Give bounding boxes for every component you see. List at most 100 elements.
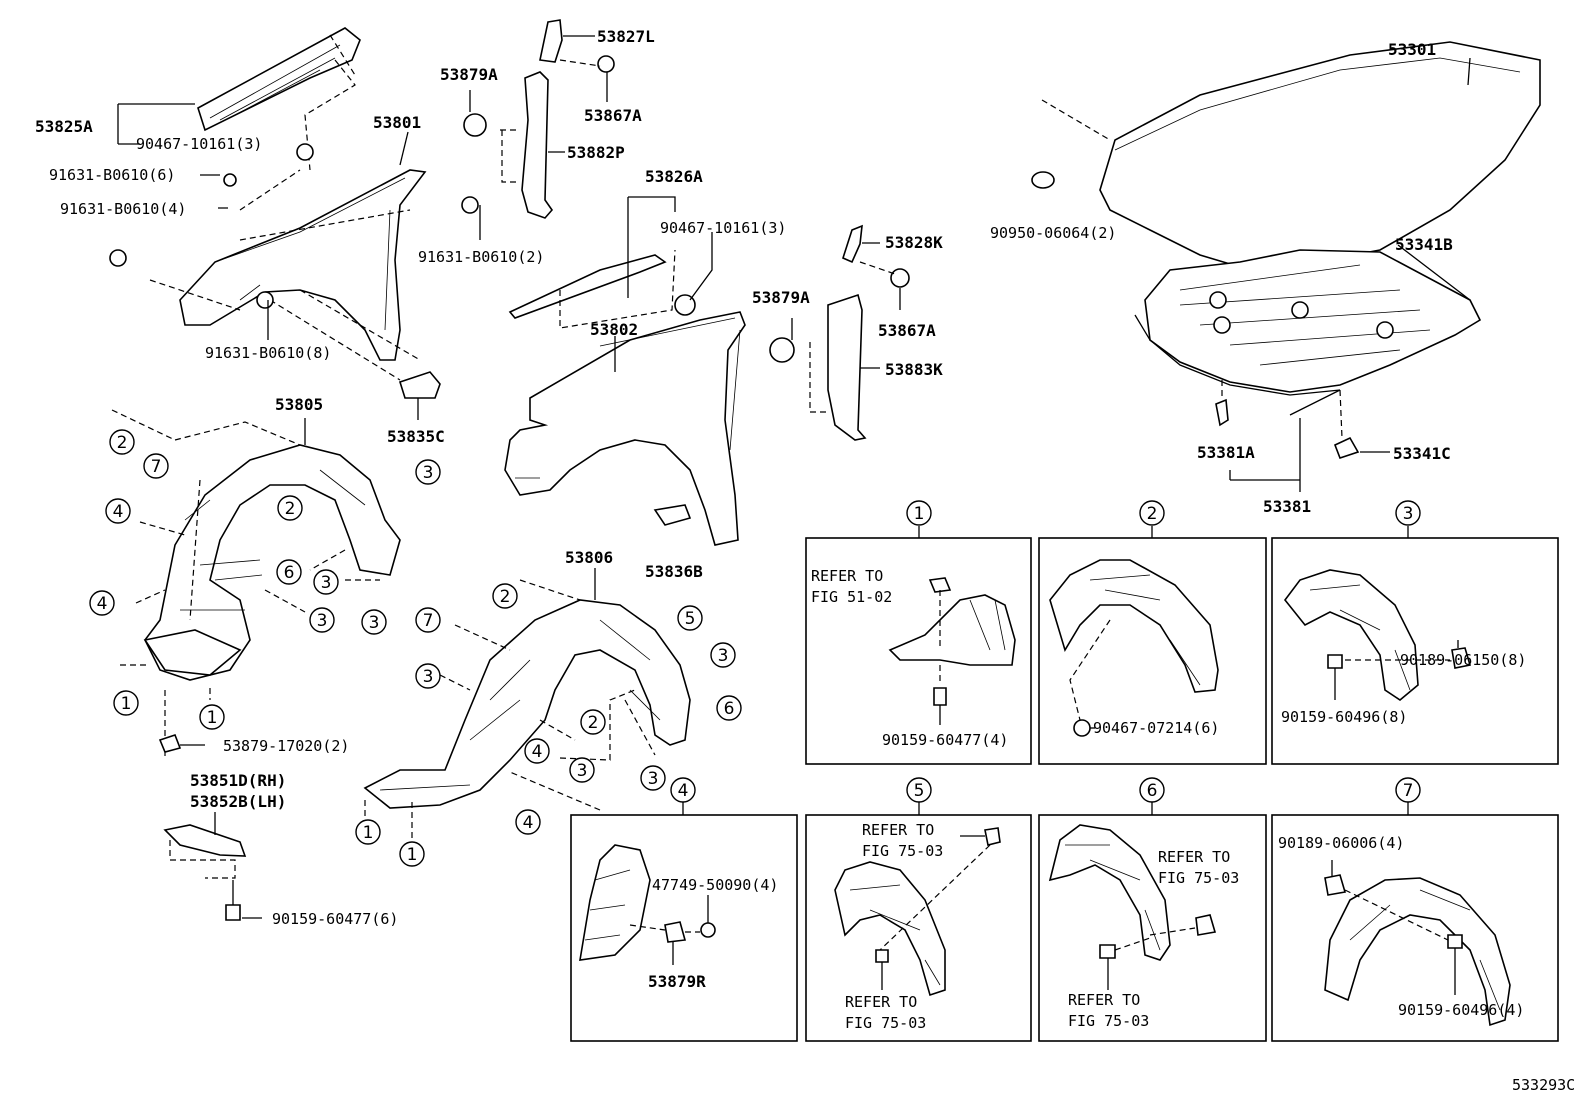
callout-number: 1 bbox=[207, 708, 218, 728]
callout-number: 6 bbox=[284, 563, 295, 583]
callout-number: 3 bbox=[317, 611, 328, 631]
callout-circle bbox=[415, 663, 441, 689]
callout-number: 1 bbox=[914, 504, 925, 524]
label-53882P: 53882P bbox=[567, 143, 625, 162]
callout-circle bbox=[399, 841, 425, 867]
label-53801: 53801 bbox=[373, 113, 421, 132]
callout-circle bbox=[105, 498, 131, 524]
detail-boxes bbox=[570, 526, 1559, 1042]
callout-circle bbox=[199, 704, 225, 730]
refer-fig-3: FIG 75-03 bbox=[845, 1014, 926, 1032]
label-53879A-top: 53879A bbox=[440, 65, 498, 84]
refer-fig-5: FIG 75-03 bbox=[1068, 1012, 1149, 1030]
callout-number: 5 bbox=[685, 609, 696, 629]
refer-to-3: REFER TO bbox=[845, 993, 917, 1011]
liner-53805-group bbox=[111, 409, 401, 760]
label-53851D: 53851D(RH) bbox=[190, 771, 286, 790]
callout-number: 2 bbox=[117, 433, 128, 453]
callout-circle bbox=[670, 777, 696, 803]
callout-number: 3 bbox=[369, 613, 380, 633]
callout-number: 6 bbox=[724, 699, 735, 719]
label-90189-06150: 90189-06150(8) bbox=[1400, 651, 1526, 669]
callout-number: 4 bbox=[113, 502, 124, 522]
callout-circle bbox=[113, 690, 139, 716]
callout-number: 3 bbox=[423, 463, 434, 483]
label-53879-17020: 53879-17020(2) bbox=[223, 737, 349, 755]
label-53806: 53806 bbox=[565, 548, 613, 567]
label-90159-60496-8: 90159-60496(8) bbox=[1281, 708, 1407, 726]
callout-number: 2 bbox=[285, 499, 296, 519]
label-53827L: 53827L bbox=[597, 27, 655, 46]
callout-circle bbox=[143, 453, 169, 479]
callout-circle bbox=[906, 500, 932, 526]
callout-number: 7 bbox=[151, 457, 162, 477]
label-53867A-mid: 53867A bbox=[878, 321, 936, 340]
label-53341C: 53341C bbox=[1393, 444, 1451, 463]
label-90189-06006: 90189-06006(4) bbox=[1278, 834, 1404, 852]
label-53883K: 53883K bbox=[885, 360, 943, 379]
callout-number: 3 bbox=[1403, 504, 1414, 524]
label-91631-B0610-4: 91631-B0610(4) bbox=[60, 200, 186, 218]
label-90950-06064: 90950-06064(2) bbox=[990, 224, 1116, 242]
label-91631-B0610-6: 91631-B0610(6) bbox=[49, 166, 175, 184]
label-47749-50090: 47749-50090(4) bbox=[652, 876, 778, 894]
callout-circle bbox=[1395, 777, 1421, 803]
label-53879A-mid: 53879A bbox=[752, 288, 810, 307]
label-53852B: 53852B(LH) bbox=[190, 792, 286, 811]
diagram-id: 533293C bbox=[1512, 1076, 1575, 1094]
callout-circle bbox=[415, 607, 441, 633]
callout-number: 5 bbox=[914, 781, 925, 801]
fender-53802-group bbox=[504, 196, 746, 546]
label-53825A: 53825A bbox=[35, 117, 93, 136]
callout-number: 2 bbox=[588, 713, 599, 733]
callout-number: 3 bbox=[577, 761, 588, 781]
label-53805: 53805 bbox=[275, 395, 323, 414]
callout-circle bbox=[524, 738, 550, 764]
callout-number: 3 bbox=[423, 667, 434, 687]
label-91631-B0610-2: 91631-B0610(2) bbox=[418, 248, 544, 266]
label-90159-60477-4: 90159-60477(4) bbox=[882, 731, 1008, 749]
label-53836B: 53836B bbox=[645, 562, 703, 581]
refer-to-1: REFER TO bbox=[811, 567, 883, 585]
callout-number: 3 bbox=[718, 646, 729, 666]
callout-number: 4 bbox=[523, 813, 534, 833]
label-53828K: 53828K bbox=[885, 233, 943, 252]
callout-circle bbox=[1139, 500, 1165, 526]
callout-circle bbox=[109, 429, 135, 455]
callout-number: 3 bbox=[321, 573, 332, 593]
label-90467-10161-a: 90467-10161(3) bbox=[136, 135, 262, 153]
refer-to-2: REFER TO bbox=[862, 821, 934, 839]
label-53835C: 53835C bbox=[387, 427, 445, 446]
callout-circle bbox=[569, 757, 595, 783]
refer-to-4: REFER TO bbox=[1158, 848, 1230, 866]
callout-circle bbox=[677, 605, 703, 631]
callout-number: 2 bbox=[1147, 504, 1158, 524]
callout-number: 1 bbox=[363, 823, 374, 843]
callout-number: 6 bbox=[1147, 781, 1158, 801]
fender-53801-group bbox=[109, 27, 481, 420]
callout-number: 2 bbox=[500, 587, 511, 607]
callout-circle bbox=[313, 569, 339, 595]
label-53802: 53802 bbox=[590, 320, 638, 339]
label-53879R: 53879R bbox=[648, 972, 706, 991]
callout-number: 1 bbox=[121, 694, 132, 714]
callout-circle bbox=[1395, 500, 1421, 526]
callout-circle bbox=[580, 709, 606, 735]
label-53381A: 53381A bbox=[1197, 443, 1255, 462]
callout-circle bbox=[415, 459, 441, 485]
callout-circle bbox=[710, 642, 736, 668]
bracket-53883K-group bbox=[769, 224, 910, 441]
refer-to-5: REFER TO bbox=[1068, 991, 1140, 1009]
label-53381: 53381 bbox=[1263, 497, 1311, 516]
label-53826A: 53826A bbox=[645, 167, 703, 186]
callout-circle bbox=[361, 609, 387, 635]
label-90467-07214: 90467-07214(6) bbox=[1093, 719, 1219, 737]
part-labels: 53825A 53801 53879A 53827L 53867A 53882P… bbox=[35, 27, 1575, 1094]
callout-circle bbox=[492, 583, 518, 609]
liner-53806-group bbox=[363, 568, 691, 840]
callout-circle bbox=[906, 777, 932, 803]
hood-53301-group bbox=[1031, 41, 1541, 492]
label-90467-10161-b: 90467-10161(3) bbox=[660, 219, 786, 237]
